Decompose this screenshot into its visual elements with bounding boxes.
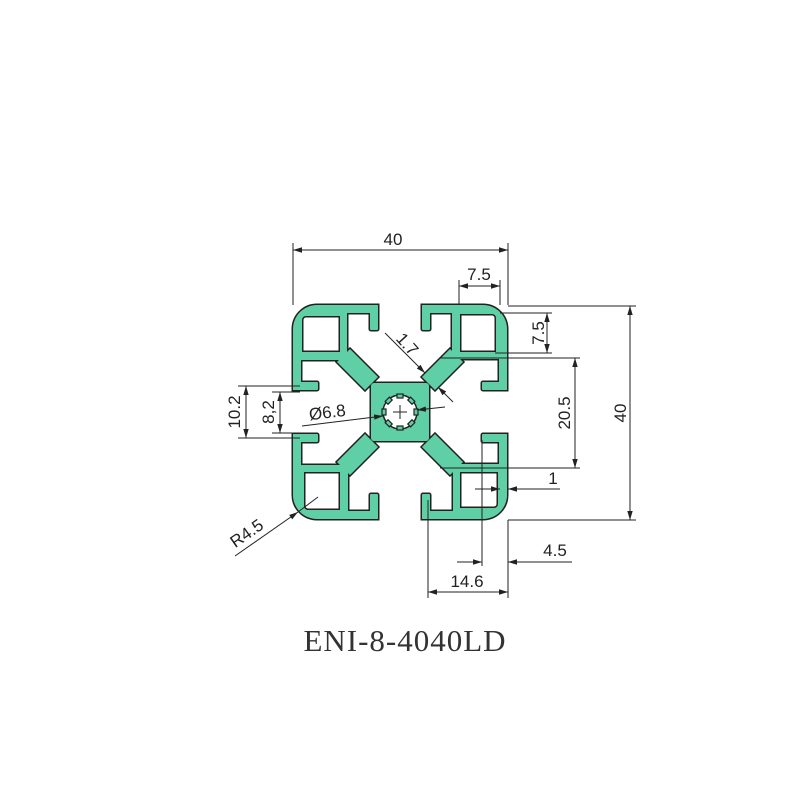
dimension-label: R4.5	[227, 515, 267, 551]
dimension-label: 10.2	[225, 395, 244, 428]
dimension-label: 4.5	[543, 541, 567, 560]
dimension-label: Ø6.8	[308, 401, 347, 424]
dimension-label: 7.5	[529, 321, 548, 345]
dimension-slot-opening: 8,2	[259, 391, 300, 434]
profile-title: ENI-8-4040LD	[303, 623, 506, 658]
dimension-label: 14.6	[450, 572, 483, 591]
dimension-lip: 4.5	[457, 440, 572, 566]
dimension-height-right: 40	[508, 305, 636, 521]
aluminum-profile	[293, 305, 507, 519]
center-hole	[381, 393, 419, 431]
dimension-width-top: 40	[292, 230, 509, 305]
dimension-label: 8,2	[259, 400, 278, 424]
dimension-label: 7.5	[467, 265, 491, 284]
dimension-label: 1.7	[392, 329, 422, 359]
dimension-corner-right: 7.5	[495, 312, 552, 354]
dimension-label: 40	[384, 230, 403, 249]
dimension-label: 20.5	[555, 396, 574, 429]
dimension-wall: 1	[475, 469, 560, 492]
dimension-label: 1	[548, 469, 557, 488]
dimension-offset-bottom: 14.6	[427, 500, 509, 598]
dimension-slot-span: 20.5	[440, 357, 580, 469]
dimension-slot-outer: 10.2	[225, 385, 300, 439]
dimension-corner-top: 7.5	[458, 265, 501, 305]
dimension-label: 40	[611, 404, 630, 423]
dimension-center-hole: Ø6.8	[301, 401, 446, 427]
